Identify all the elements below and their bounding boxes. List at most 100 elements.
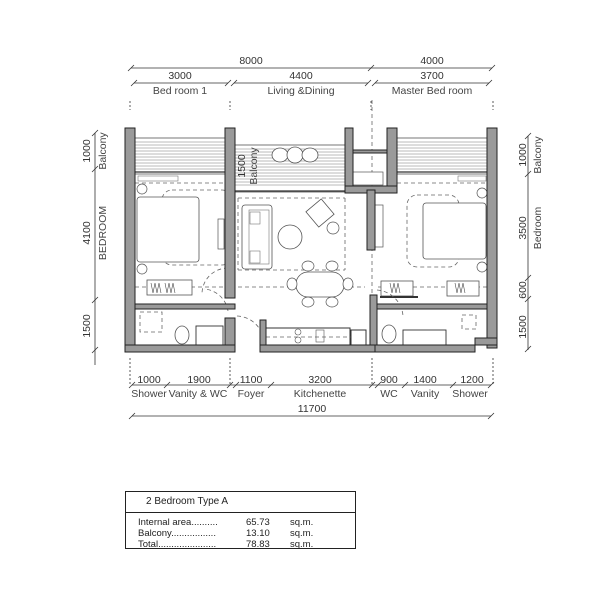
label-foyer: Foyer — [238, 388, 265, 400]
bathroom-left — [139, 311, 224, 346]
area-unit: sq.m. — [290, 517, 314, 528]
area-value: 78.83 — [246, 539, 270, 550]
dining-chair-icon — [286, 277, 298, 291]
area-label: Internal area.......... — [138, 517, 218, 528]
wardrobe-icon — [146, 279, 193, 296]
left-dimension-lines — [91, 129, 99, 365]
balcony-living — [234, 144, 346, 193]
area-row-internal: Internal area.......... 65.73 sq.m. — [138, 517, 355, 528]
label-vanity-wc-left: Vanity & WC — [169, 388, 228, 400]
label-shower-right: Shower — [452, 388, 488, 400]
balcony-right — [396, 137, 488, 175]
label-living-dining: Living &Dining — [267, 85, 334, 97]
balcony-left — [134, 137, 226, 175]
balcony-table-icon — [286, 146, 304, 164]
dining-chair-icon — [325, 260, 339, 272]
tv-icon — [374, 204, 384, 248]
balcony-chair-icon — [271, 147, 289, 163]
label-right-balcony: Balcony — [532, 136, 544, 174]
right-dimension-lines — [524, 132, 532, 353]
lamp-icon — [476, 187, 488, 199]
area-label: Balcony................. — [138, 528, 216, 539]
label-wc-right: WC — [380, 388, 398, 400]
dim-master-width: 3700 — [420, 70, 444, 82]
master-bedroom-furniture — [352, 171, 488, 298]
label-vanity-right: Vanity — [411, 388, 440, 400]
top-dimension-lines — [127, 64, 496, 110]
area-schedule-table: 2 Bedroom Type A Internal area..........… — [125, 491, 356, 550]
bedroom1-furniture — [136, 175, 225, 296]
ac-unit-icon — [137, 175, 179, 182]
kitchenette — [265, 327, 367, 347]
dim-left-bedroom: 4100 — [81, 221, 93, 245]
dim-left-balcony: 1000 — [81, 139, 93, 163]
shower-icon — [139, 311, 163, 333]
bed-icon — [422, 202, 487, 260]
dim-living-balcony: 1500 — [236, 154, 248, 178]
unit-type-title: 2 Bedroom Type A — [126, 492, 355, 513]
toilet-icon — [381, 324, 397, 344]
dim-top-overall-2: 4000 — [420, 55, 444, 67]
label-left-balcony: Balcony — [97, 132, 109, 170]
side-table-icon — [326, 221, 340, 235]
hob-icon — [294, 336, 302, 344]
armchair-icon — [305, 198, 335, 228]
bottom-dimension-lines — [128, 358, 495, 420]
dining-chair-icon — [325, 296, 339, 308]
dining-chair-icon — [301, 296, 315, 308]
dim-vanity-wc-left: 1900 — [187, 374, 211, 386]
vanity-icon — [195, 325, 224, 346]
sofa-icon — [241, 204, 273, 270]
dim-left-bath: 1500 — [81, 314, 93, 338]
fridge-icon — [350, 329, 367, 347]
label-left-bedroom: BEDROOM — [97, 206, 109, 260]
dim-wc-right: 900 — [380, 374, 398, 386]
vanity-basin-icon — [352, 171, 384, 186]
lamp-icon — [136, 183, 148, 195]
shower-icon — [461, 314, 477, 330]
vanity-icon — [402, 329, 447, 347]
area-value: 13.10 — [246, 528, 270, 539]
hob-icon — [294, 328, 302, 336]
label-living-balcony: Balcony — [248, 147, 260, 185]
dining-table-icon — [295, 271, 345, 298]
dim-top-overall-1: 8000 — [239, 55, 263, 67]
tv-icon — [217, 218, 225, 250]
walls — [124, 127, 498, 353]
ac-unit-icon — [457, 175, 487, 182]
dining-chair-icon — [301, 260, 315, 272]
label-right-bedroom: Bedroom — [532, 206, 544, 249]
bed-icon — [136, 196, 200, 263]
lamp-icon — [476, 261, 488, 273]
toilet-icon — [174, 325, 190, 345]
area-value: 65.73 — [246, 517, 270, 528]
dim-shower-left: 1000 — [137, 374, 161, 386]
dim-kitchenette: 3200 — [308, 374, 332, 386]
dim-right-balcony: 1000 — [517, 143, 529, 167]
wardrobe-icon — [446, 280, 480, 297]
living-furniture — [241, 198, 354, 308]
dim-right-wardrobe: 600 — [517, 281, 529, 299]
dim-overall-width: 11700 — [298, 403, 327, 415]
area-label: Total...................... — [138, 539, 217, 550]
area-row-total: Total...................... 78.83 sq.m. — [138, 539, 355, 550]
lamp-icon — [136, 263, 148, 275]
dim-right-bedroom: 3500 — [517, 216, 529, 240]
area-unit: sq.m. — [290, 528, 314, 539]
bathroom-right — [381, 314, 477, 347]
dim-shower-right: 1200 — [460, 374, 484, 386]
dim-living-width: 4400 — [289, 70, 313, 82]
dim-bedroom1-width: 3000 — [168, 70, 192, 82]
label-kitchenette: Kitchenette — [294, 388, 347, 400]
area-unit: sq.m. — [290, 539, 314, 550]
coffee-table-icon — [277, 224, 303, 250]
dining-chair-icon — [342, 277, 354, 291]
area-row-balcony: Balcony................. 13.10 sq.m. — [138, 528, 355, 539]
dim-right-bath: 1500 — [517, 315, 529, 339]
dim-foyer: 1100 — [240, 374, 263, 386]
dim-vanity-right: 1400 — [413, 374, 437, 386]
label-shower-left: Shower — [131, 388, 167, 400]
balcony-chair-icon — [301, 147, 319, 163]
label-bedroom1: Bed room 1 — [153, 85, 207, 97]
